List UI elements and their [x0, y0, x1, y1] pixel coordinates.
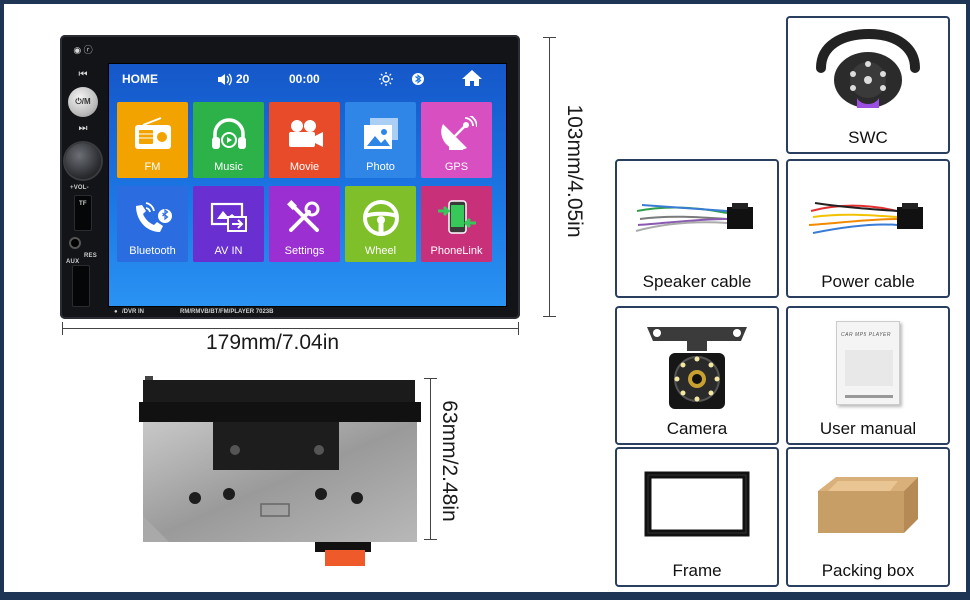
width-tick-right — [518, 322, 519, 335]
depth-tick-bottom — [424, 539, 437, 540]
accessory-caption: Camera — [666, 419, 728, 438]
accessory-card-speaker-cable: Speaker cable — [615, 159, 779, 298]
speaker-icon — [218, 73, 232, 85]
depth-dimension-line — [430, 378, 431, 540]
steering-wheel-remote-icon — [788, 24, 948, 122]
app-settings[interactable]: Settings — [269, 186, 340, 262]
av-input-icon — [193, 196, 264, 240]
photo-icon — [345, 112, 416, 156]
app-fm[interactable]: FM — [117, 102, 188, 178]
app-label: Bluetooth — [129, 245, 176, 257]
app-label: FM — [144, 161, 161, 173]
app-bluetooth[interactable]: Bluetooth — [117, 186, 188, 262]
manual-icon: CAR MP5 PLAYER — [788, 314, 948, 412]
app-label: Music — [214, 161, 243, 173]
height-tick-bottom — [543, 316, 556, 317]
model-label: RM/RMVB/BT/FM/PLAYER 7023B — [180, 309, 274, 315]
res-label: RES — [84, 253, 97, 259]
volume-value: 20 — [236, 72, 250, 86]
accessory-card-swc: SWC — [786, 16, 950, 154]
width-tick-left — [62, 322, 63, 335]
bluetooth-phone-icon — [117, 196, 188, 240]
app-label: AV IN — [214, 245, 243, 257]
aux-label: AUX — [66, 259, 80, 265]
mic-reset-icon: ◉ ⓡ — [73, 45, 93, 55]
tf-label: TF — [79, 201, 87, 207]
height-dimension: 103mm/4.05in — [563, 104, 586, 238]
width-dimension-line — [62, 328, 518, 329]
frame-icon — [617, 455, 777, 553]
depth-dimension: 63mm/2.48in — [438, 400, 461, 522]
height-tick-top — [543, 37, 556, 38]
camera-icon — [617, 314, 777, 412]
hardware-panel: ◉ ⓡ ⏮ ⏻/M ⏭ +VOL- TF RES AUX — [60, 35, 106, 319]
phonelink-icon — [421, 196, 492, 240]
volume-indicator[interactable]: 20 — [217, 72, 249, 86]
width-dimension: 179mm/7.04in — [206, 331, 340, 354]
tf-card-slot[interactable] — [74, 195, 92, 231]
radio-icon — [117, 112, 188, 156]
unit-side-profile — [139, 376, 421, 566]
home-icon[interactable] — [461, 69, 483, 87]
touch-screen: HOME 20 00:00 — [108, 63, 507, 307]
accessory-card-frame: Frame — [615, 447, 779, 587]
head-unit: ◉ ⓡ ⏮ ⏻/M ⏭ +VOL- TF RES AUX HOME 20 00:… — [60, 35, 520, 319]
speaker-cable-icon — [617, 167, 777, 265]
status-bar: HOME 20 00:00 — [109, 64, 506, 94]
app-label: Settings — [284, 245, 325, 257]
app-label: PhoneLink — [430, 245, 483, 257]
bottom-bezel: ● /DVR IN RM/RMVB/BT/FM/PLAYER 7023B — [60, 307, 520, 319]
accessory-caption: Speaker cable — [642, 272, 752, 291]
accessory-card-user-manual: CAR MP5 PLAYER User manual — [786, 306, 950, 445]
volume-knob[interactable] — [65, 143, 101, 179]
aux-jack[interactable] — [69, 237, 81, 249]
power-mode-button[interactable]: ⏻/M — [68, 87, 98, 117]
prev-track-button[interactable]: ⏮ — [78, 69, 88, 80]
tools-icon — [269, 196, 340, 240]
accessory-caption: SWC — [848, 128, 888, 147]
mic-icon: ● — [114, 309, 118, 315]
steering-wheel-icon — [345, 196, 416, 240]
home-title[interactable]: HOME — [122, 72, 158, 86]
bluetooth-status-icon[interactable] — [412, 72, 424, 86]
app-label: Movie — [289, 161, 320, 173]
accessory-caption: User manual — [819, 419, 917, 438]
depth-tick-top — [424, 378, 437, 379]
clock: 00:00 — [289, 72, 320, 86]
app-label: Wheel — [364, 245, 397, 257]
brightness-icon[interactable] — [379, 72, 393, 86]
satellite-icon — [421, 112, 492, 156]
accessory-card-packing-box: Packing box — [786, 447, 950, 587]
app-gps[interactable]: GPS — [421, 102, 492, 178]
accessory-card-camera: Camera — [615, 306, 779, 445]
manual-cover-text: CAR MP5 PLAYER — [841, 332, 891, 338]
headphones-icon — [193, 112, 264, 156]
app-phonelink[interactable]: PhoneLink — [421, 186, 492, 262]
vol-label: +VOL- — [70, 185, 89, 191]
app-movie[interactable]: Movie — [269, 102, 340, 178]
accessory-caption: Power cable — [821, 272, 915, 291]
app-label: Photo — [366, 161, 395, 173]
accessory-caption: Packing box — [821, 561, 915, 580]
product-canvas: ◉ ⓡ ⏮ ⏻/M ⏭ +VOL- TF RES AUX HOME 20 00:… — [4, 4, 966, 592]
app-av-in[interactable]: AV IN — [193, 186, 264, 262]
app-label: GPS — [444, 161, 469, 173]
usb-slot[interactable] — [72, 265, 90, 307]
accessory-caption: Frame — [672, 561, 722, 580]
power-cable-icon — [788, 167, 948, 265]
next-track-button[interactable]: ⏭ — [78, 123, 88, 134]
dvr-in-label: /DVR IN — [122, 309, 145, 315]
app-music[interactable]: Music — [193, 102, 264, 178]
movie-camera-icon — [269, 112, 340, 156]
box-icon — [788, 455, 948, 553]
height-dimension-line — [549, 37, 550, 317]
accessory-card-power-cable: Power cable — [786, 159, 950, 298]
app-photo[interactable]: Photo — [345, 102, 416, 178]
app-wheel[interactable]: Wheel — [345, 186, 416, 262]
